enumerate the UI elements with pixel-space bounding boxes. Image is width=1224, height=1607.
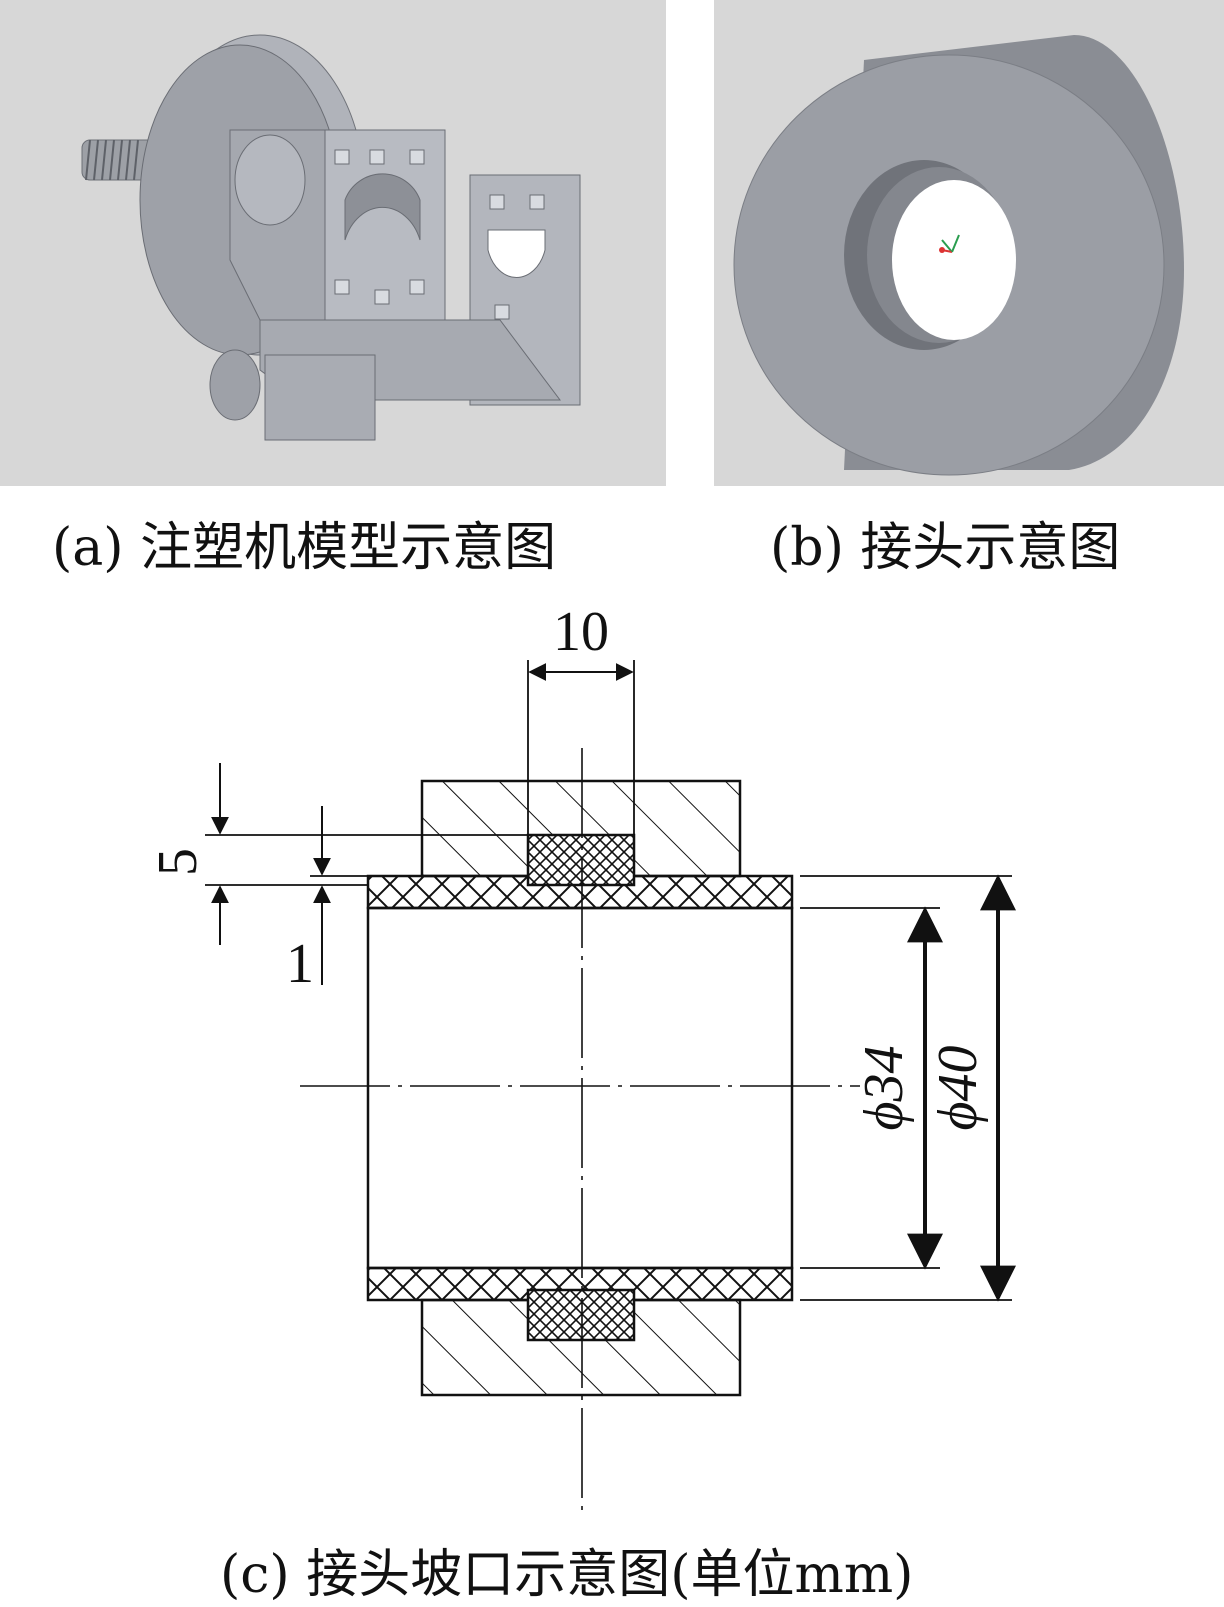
ring-joint-icon [733, 35, 1184, 476]
caption-b: (b) 接头示意图 [770, 518, 1121, 578]
pipe-body [366, 906, 794, 1270]
caption-a: (a) 注塑机模型示意图 [52, 518, 557, 578]
dim-diameter-40: ϕ40 [800, 874, 1016, 1302]
dim-diameter-34: ϕ34 [800, 906, 943, 1270]
dim-label-10: 10 [553, 601, 609, 663]
caption-c: (c) 接头坡口示意图(单位mm) [220, 1545, 914, 1605]
injection-machine-model-icon [81, 34, 581, 441]
dim-width-10: 10 [527, 601, 635, 835]
dim-label-1: 1 [286, 933, 314, 995]
dim-label-phi34: ϕ34 [853, 1046, 915, 1131]
dim-gap-1: 1 [286, 806, 368, 995]
dim-label-phi40: ϕ40 [927, 1046, 989, 1131]
weld-groove-top [526, 833, 636, 887]
panel-a-model-image [0, 0, 666, 486]
panel-b-joint-image [714, 0, 1224, 486]
dim-label-5: 5 [147, 848, 209, 876]
weld-groove-bottom [526, 1288, 636, 1342]
dim-depth-5: 5 [147, 763, 528, 945]
